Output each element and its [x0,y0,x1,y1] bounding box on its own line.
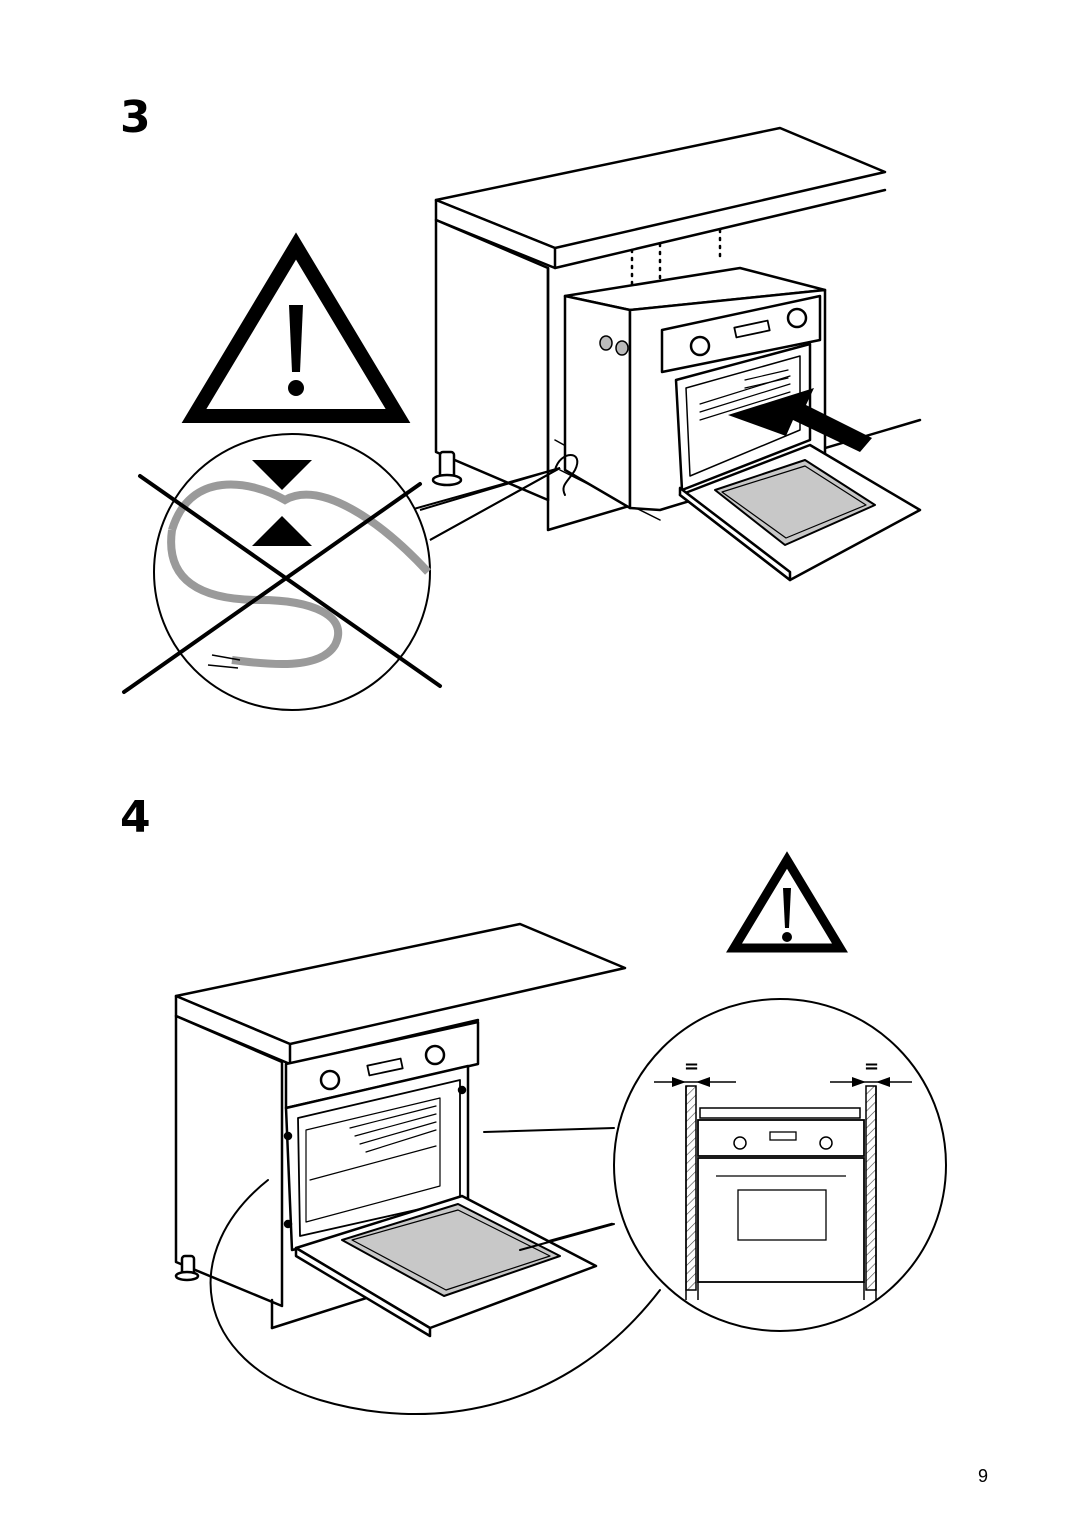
countertop-step4 [174,922,627,1066]
gap-detail-magnifier [613,998,947,1332]
push-arrow-icon [728,388,872,452]
left-gap-label: = [684,1056,699,1077]
oven-door-step4 [294,1194,598,1338]
step-number-3: 3 [120,92,151,143]
step4-illustration [174,922,661,1416]
countertop-step3 [434,126,887,270]
cabinet-step3 [431,218,922,532]
step-number-4: 4 [120,792,151,843]
right-gap-label: = [864,1056,879,1077]
warning-triangle-icon [181,232,411,423]
crossed-out-cable-icon [122,474,442,694]
oven-step4 [283,1020,480,1252]
step3-illustration [431,126,922,582]
warning-triangle-icon [726,851,848,953]
page-number: 9 [977,1466,988,1486]
oven-door-step3 [678,443,922,582]
